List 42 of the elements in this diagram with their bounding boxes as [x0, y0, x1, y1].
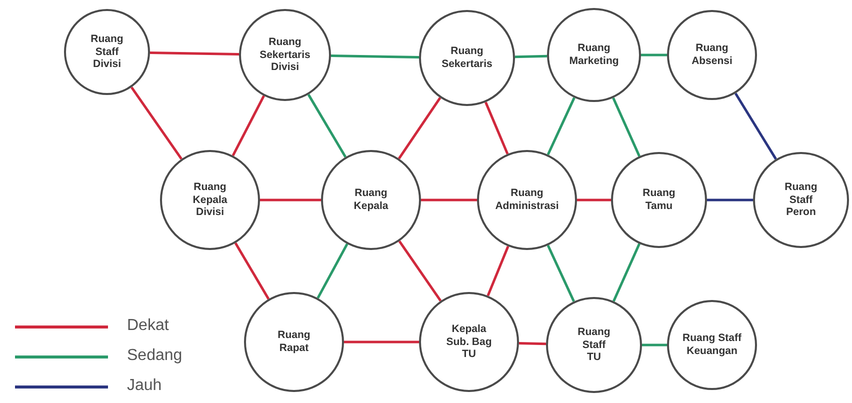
- connector-line: [612, 97, 640, 157]
- connector-line: [546, 97, 576, 156]
- room-label: Ruang Staff Peron: [784, 181, 818, 219]
- room-label: Ruang Administrasi: [494, 187, 560, 213]
- room-label: Ruang Sekertaris: [440, 45, 494, 71]
- room-label: Ruang Marketing: [568, 42, 620, 68]
- connector-line: [130, 86, 182, 160]
- room-label: Ruang Staff Keuangan: [682, 332, 742, 358]
- room-label: Ruang Sekertaris Divisi: [258, 36, 312, 74]
- room-label: Ruang Absensi: [690, 42, 734, 68]
- connector-line: [307, 94, 347, 158]
- room-label: Ruang Staff TU: [576, 326, 612, 364]
- connector-line: [734, 92, 777, 160]
- connector-line: [234, 242, 270, 300]
- connector-line: [707, 198, 753, 202]
- connector-line: [260, 198, 321, 202]
- room-label: Ruang Staff Divisi: [90, 33, 124, 71]
- connector-line: [344, 340, 419, 344]
- connector-line: [398, 97, 442, 160]
- connector-line: [612, 243, 640, 302]
- connector-line: [316, 243, 348, 299]
- connector-line: [518, 342, 546, 346]
- connector-line: [398, 240, 442, 302]
- connector-line: [232, 95, 265, 156]
- room-label: Ruang Rapat: [276, 329, 312, 355]
- connector-line: [546, 244, 575, 302]
- room-label: Ruang Kepala: [352, 187, 390, 213]
- connector-line: [150, 51, 240, 56]
- room-label: Kepala Sub. Bag TU: [445, 323, 493, 361]
- connector-line: [641, 54, 667, 56]
- connector-line: [421, 198, 477, 202]
- connector-line: [642, 344, 667, 346]
- legend-text: Jauh: [127, 377, 162, 395]
- room-label: Ruang Kepala Divisi: [192, 181, 228, 219]
- legend-text: Sedang: [127, 347, 182, 365]
- connector-line: [514, 54, 548, 58]
- legend-text: Dekat: [127, 317, 169, 335]
- connector-line: [486, 246, 510, 296]
- connector-line: [330, 54, 420, 58]
- connector-line: [577, 198, 611, 202]
- connector-line: [484, 102, 509, 154]
- room-label: Ruang Tamu: [642, 187, 676, 213]
